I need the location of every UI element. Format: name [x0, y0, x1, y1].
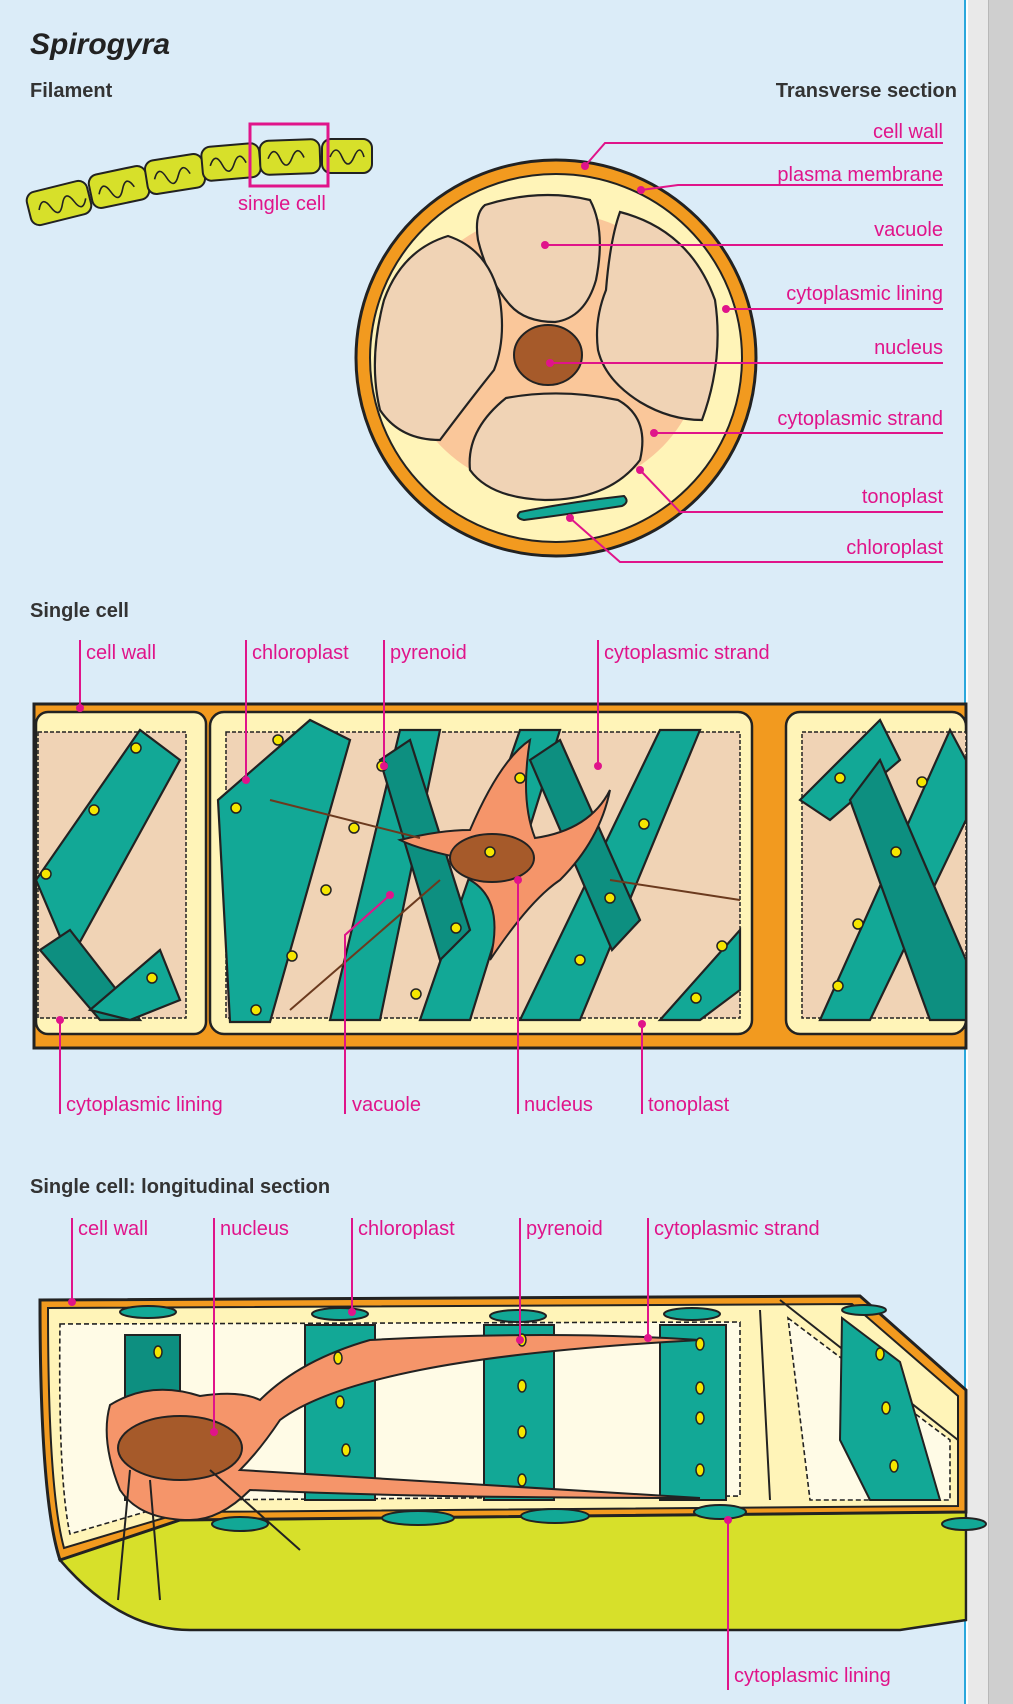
- ls-label-nucleus: nucleus: [220, 1218, 289, 1241]
- filament-cell: [201, 143, 262, 182]
- sc-label-cytoplasmic-lining: cytoplasmic lining: [66, 1094, 223, 1117]
- ts-label-plasma-membrane: plasma membrane: [777, 164, 943, 187]
- ts-label-tonoplast: tonoplast: [862, 486, 943, 509]
- sc-label-chloroplast: chloroplast: [252, 642, 349, 665]
- ls-nucleus: [118, 1416, 242, 1480]
- longitudinal-section: [40, 1218, 986, 1690]
- ts-label-vacuole: vacuole: [874, 219, 943, 242]
- sc-label-vacuole: vacuole: [352, 1094, 421, 1117]
- ts-label-nucleus: nucleus: [874, 337, 943, 360]
- ls-label-cytoplasmic-strand: cytoplasmic strand: [654, 1218, 820, 1241]
- ts-label-cell-wall: cell wall: [873, 121, 943, 144]
- section-longitudinal: Single cell: longitudinal section: [30, 1176, 330, 1199]
- diagram-title: Spirogyra: [30, 28, 170, 62]
- filament-cell: [144, 153, 207, 196]
- ts-label-cytoplasmic-strand: cytoplasmic strand: [777, 408, 943, 431]
- ls-label-chloroplast: chloroplast: [358, 1218, 455, 1241]
- sc-label-cytoplasmic-strand: cytoplasmic strand: [604, 642, 770, 665]
- section-filament: Filament: [30, 80, 112, 103]
- section-single-cell: Single cell: [30, 600, 129, 623]
- ls-label-cytoplasmic-lining: cytoplasmic lining: [734, 1665, 891, 1688]
- sc-label-nucleus: nucleus: [524, 1094, 593, 1117]
- sc-label-cell-wall: cell wall: [86, 642, 156, 665]
- ts-label-cytoplasmic-lining: cytoplasmic lining: [786, 283, 943, 306]
- ls-label-pyrenoid: pyrenoid: [526, 1218, 603, 1241]
- ls-label-cell-wall: cell wall: [78, 1218, 148, 1241]
- ts-label-chloroplast: chloroplast: [846, 537, 943, 560]
- sc-nucleus: [450, 834, 534, 882]
- sc-label-tonoplast: tonoplast: [648, 1094, 729, 1117]
- ls-chloroplast-band: [660, 1325, 726, 1500]
- sc-label-pyrenoid: pyrenoid: [390, 642, 467, 665]
- filament-cell: [25, 179, 93, 227]
- filament-cell: [87, 164, 151, 209]
- section-transverse: Transverse section: [776, 80, 957, 103]
- label-single-cell: single cell: [238, 193, 326, 216]
- single-cell-view: [34, 640, 966, 1114]
- ts-nucleus: [514, 325, 582, 385]
- transverse-section: [356, 143, 943, 562]
